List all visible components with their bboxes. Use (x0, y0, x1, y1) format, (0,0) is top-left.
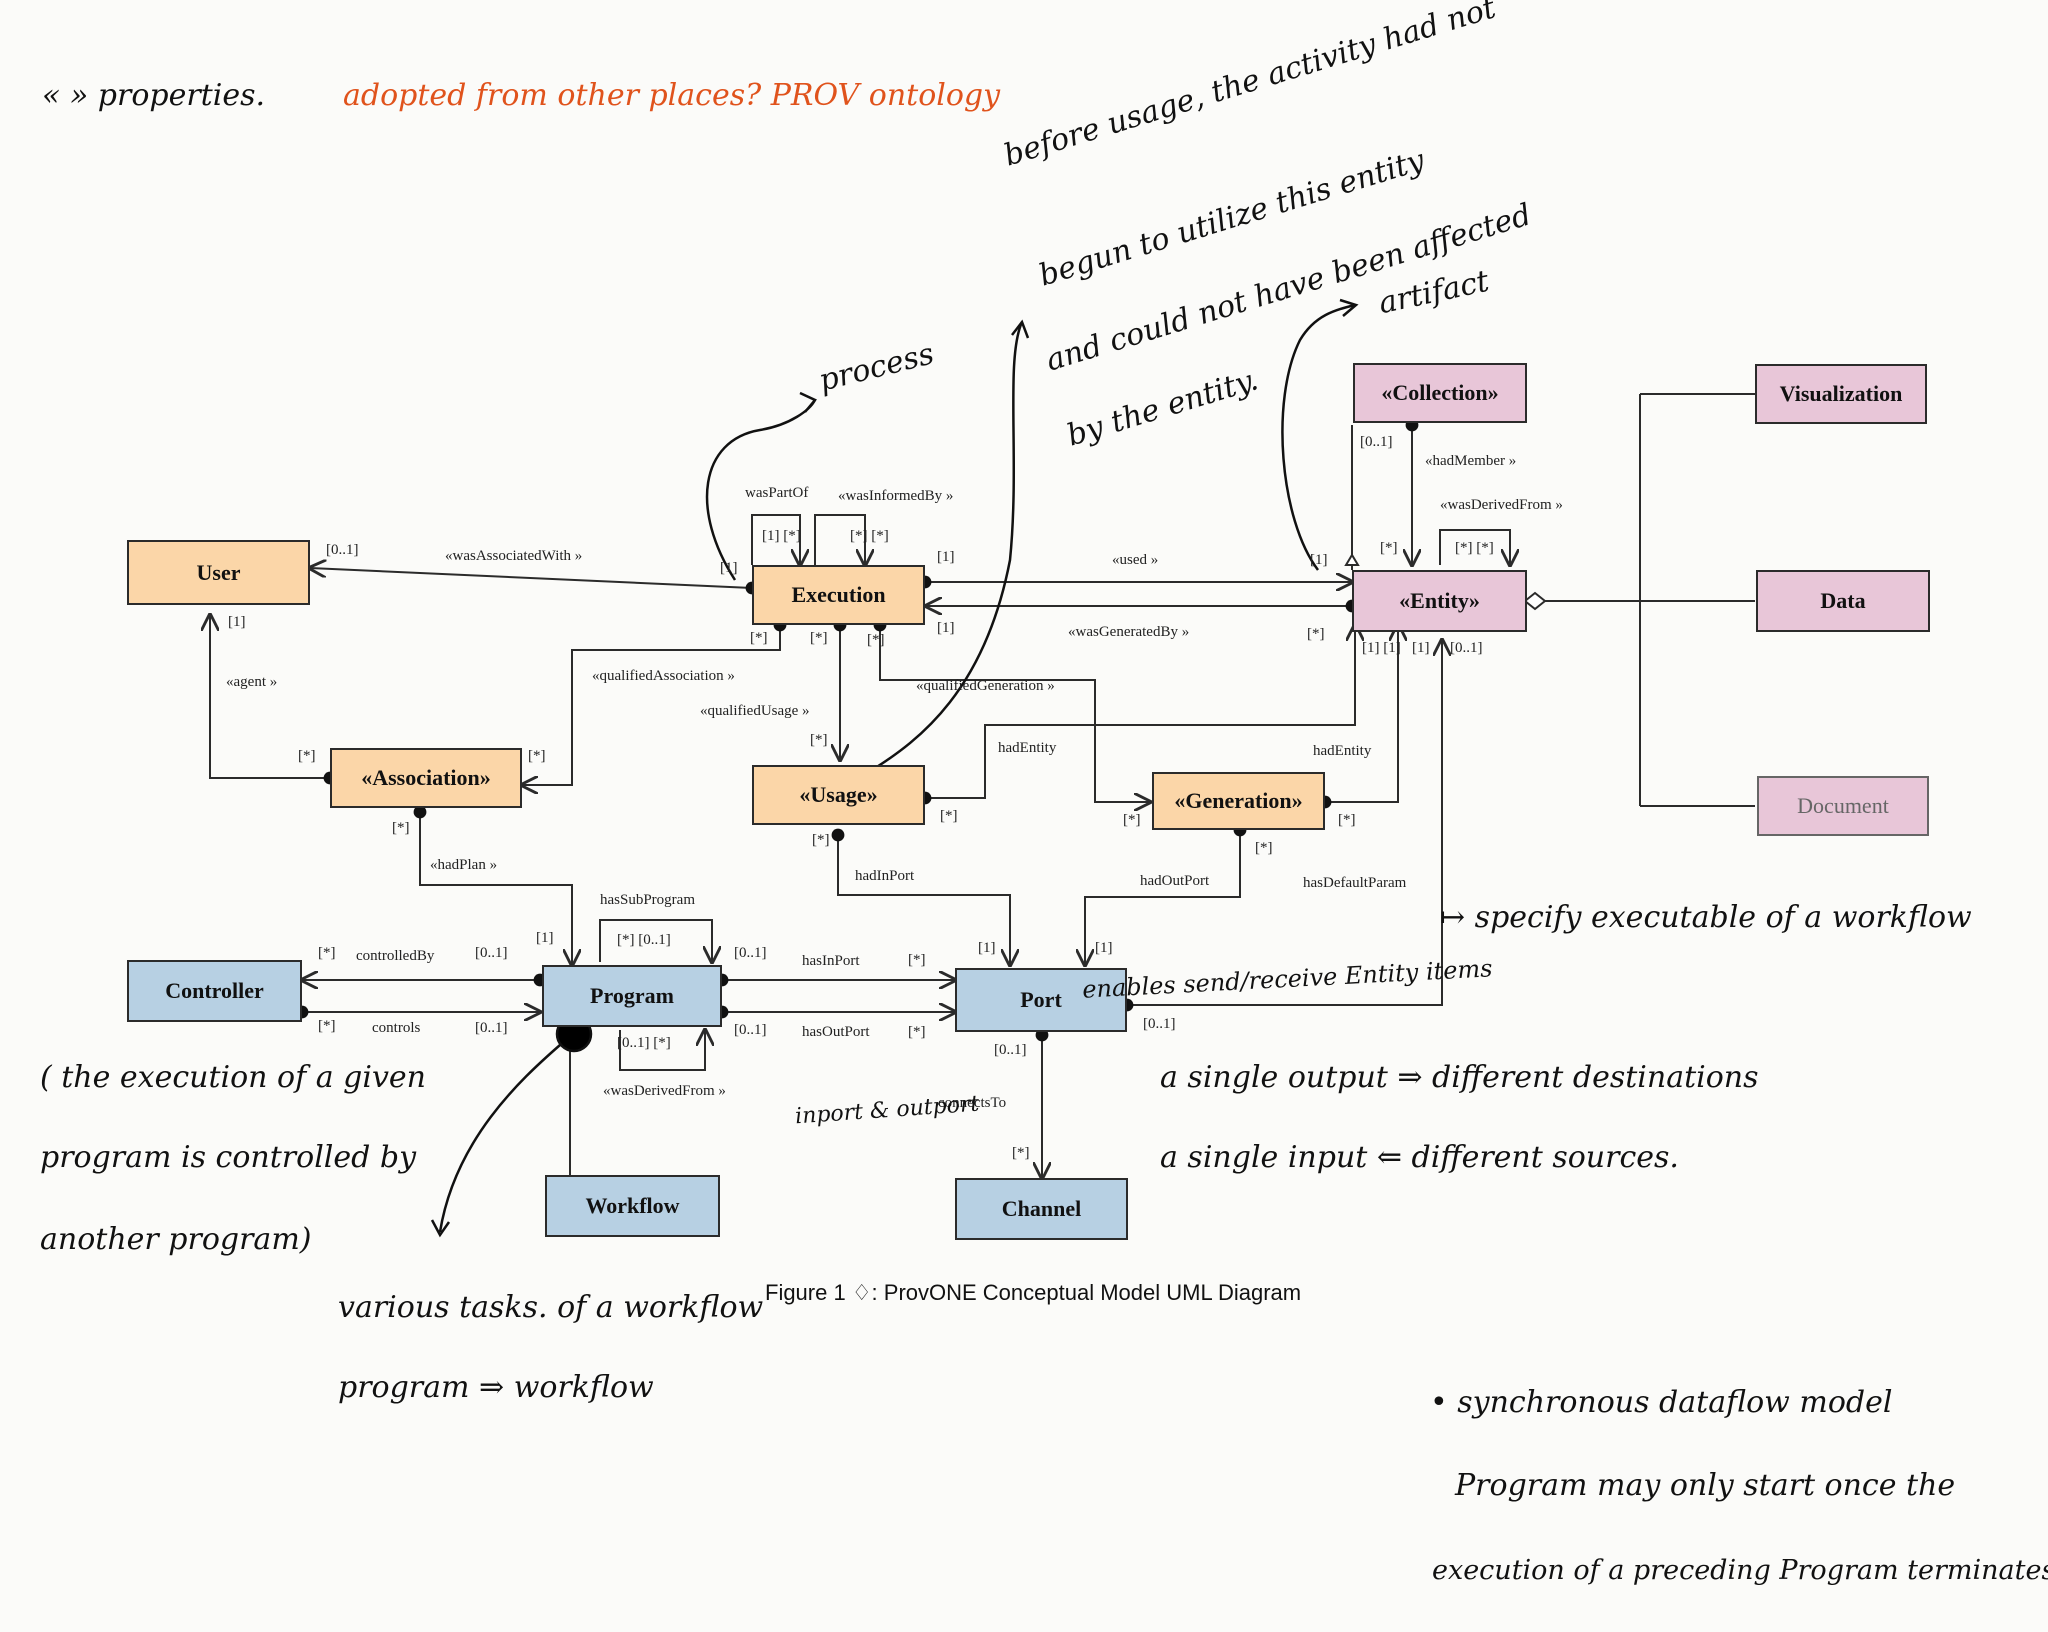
class-workflow: Workflow (545, 1175, 720, 1237)
label-wasGeneratedBy: «wasGeneratedBy » (1068, 624, 1190, 640)
multiplicity: [1] (536, 930, 554, 946)
multiplicity: [*] (1307, 626, 1325, 642)
note-control-1: ( the execution of a given (40, 1060, 426, 1095)
multiplicity: [0..1] [*] (617, 1035, 671, 1051)
label-hasOutPort: hasOutPort (802, 1024, 870, 1040)
label-agent: «agent » (226, 674, 278, 690)
class-collection: «Collection» (1353, 363, 1527, 423)
note-input: a single input ⇐ different sources. (1160, 1140, 1679, 1175)
label-hasInPort: hasInPort (802, 953, 860, 969)
multiplicity: [*] (528, 748, 546, 764)
label-connectsTo: connectsTo (938, 1095, 1007, 1111)
class-document: Document (1757, 776, 1929, 836)
multiplicity: [1] (978, 940, 996, 956)
multiplicity: [*] (908, 1024, 926, 1040)
multiplicity: [*] (1012, 1145, 1030, 1161)
multiplicity: [0..1] (475, 945, 508, 961)
note-control-2: program is controlled by (40, 1140, 417, 1175)
multiplicity: [*] (318, 1018, 336, 1034)
label-used: «used » (1112, 552, 1159, 568)
class-program: Program (542, 965, 722, 1027)
multiplicity: [0..1] (475, 1020, 508, 1036)
multiplicity: [1] (228, 614, 246, 630)
label-wasDerivedFrom-program: «wasDerivedFrom » (603, 1083, 726, 1099)
multiplicity: [*] (1338, 812, 1356, 828)
multiplicity: [0..1] (1360, 434, 1393, 450)
class-execution: Execution (752, 565, 925, 625)
label-hadPlan: «hadPlan » (430, 857, 498, 873)
multiplicity: [1] [*] (762, 528, 801, 544)
multiplicity: [1] (720, 560, 738, 576)
label-qualifiedUsage: «qualifiedUsage » (700, 703, 810, 719)
label-hadOutPort: hadOutPort (1140, 873, 1210, 889)
multiplicity: [*] (750, 630, 768, 646)
note-output: a single output ⇒ different destinations (1160, 1060, 1759, 1095)
class-user: User (127, 540, 310, 605)
multiplicity: [*] [*] (1455, 540, 1494, 556)
multiplicity: [*] [*] (850, 528, 889, 544)
multiplicity: [*] (392, 820, 410, 836)
label-qualifiedAssociation: «qualifiedAssociation » (592, 668, 735, 684)
class-port: Port (955, 968, 1127, 1032)
class-association: «Association» (330, 748, 522, 808)
label-qualifiedGeneration: «qualifiedGeneration » (916, 678, 1055, 694)
multiplicity: [1] (1310, 552, 1328, 568)
class-controller: Controller (127, 960, 302, 1022)
multiplicity: [0..1] (1143, 1016, 1176, 1032)
multiplicity: [1] (937, 620, 955, 636)
class-visualization: Visualization (1755, 364, 1927, 424)
multiplicity: [*] (908, 952, 926, 968)
multiplicity: [0..1] (734, 945, 767, 961)
label-hasDefaultParam: hasDefaultParam (1303, 875, 1407, 891)
multiplicity: [1] (1412, 640, 1430, 656)
label-wasInformedBy: «wasInformedBy » (838, 488, 954, 504)
label-hasSubProgram: hasSubProgram (600, 892, 695, 908)
multiplicity: [*] (810, 630, 828, 646)
class-channel: Channel (955, 1178, 1128, 1240)
note-sync-2: Program may only start once the (1455, 1468, 1956, 1503)
multiplicity: [*] (298, 748, 316, 764)
multiplicity: [*] (1380, 540, 1398, 556)
note-properties: « » properties. (42, 78, 266, 113)
multiplicity: [*] (940, 808, 958, 824)
multiplicity: [*] (1123, 812, 1141, 828)
label-hadEntity-usage: hadEntity (998, 740, 1057, 756)
note-sync-3: execution of a preceding Program termina… (1432, 1555, 2048, 1586)
class-generation: «Generation» (1152, 772, 1325, 830)
multiplicity: [*] (810, 732, 828, 748)
multiplicity: [1] [1] (1362, 640, 1401, 656)
label-hadEntity-generation: hadEntity (1313, 743, 1372, 759)
label-controlledBy: controlledBy (356, 948, 435, 964)
label-hadMember: «hadMember » (1425, 453, 1517, 469)
multiplicity: [0..1] (1450, 640, 1483, 656)
class-entity: «Entity» (1352, 570, 1527, 632)
multiplicity: [*] [0..1] (617, 932, 671, 948)
label-wasDerivedFrom-entity: «wasDerivedFrom » (1440, 497, 1563, 513)
note-control-3: another program) (40, 1222, 312, 1257)
label-wasAssociatedWith: «wasAssociatedWith » (445, 548, 583, 564)
label-controls: controls (372, 1020, 421, 1036)
multiplicity: [0..1] (326, 542, 359, 558)
note-specify: ↦ specify executable of a workflow (1440, 900, 1972, 935)
label-hadInPort: hadInPort (855, 868, 915, 884)
note-tasks-1: various tasks. of a workflow (338, 1290, 764, 1325)
class-data: Data (1756, 570, 1930, 632)
label-wasPartOf: wasPartOf (745, 485, 809, 501)
multiplicity: [0..1] (734, 1022, 767, 1038)
multiplicity: [*] (1255, 840, 1273, 856)
multiplicity: [1] (937, 549, 955, 565)
multiplicity: [*] (318, 945, 336, 961)
multiplicity: [*] (867, 632, 885, 648)
note-tasks-2: program ⇒ workflow (338, 1370, 654, 1405)
figure-caption: Figure 1 ♢: ProvONE Conceptual Model UML… (765, 1280, 1302, 1305)
note-sync-1: • synchronous dataflow model (1430, 1385, 1893, 1420)
class-usage: «Usage» (752, 765, 925, 825)
multiplicity: [1] (1095, 940, 1113, 956)
multiplicity: [0..1] (994, 1042, 1027, 1058)
note-adopted: adopted from other places? PROV ontology (343, 78, 1001, 113)
multiplicity: [*] (812, 832, 830, 848)
